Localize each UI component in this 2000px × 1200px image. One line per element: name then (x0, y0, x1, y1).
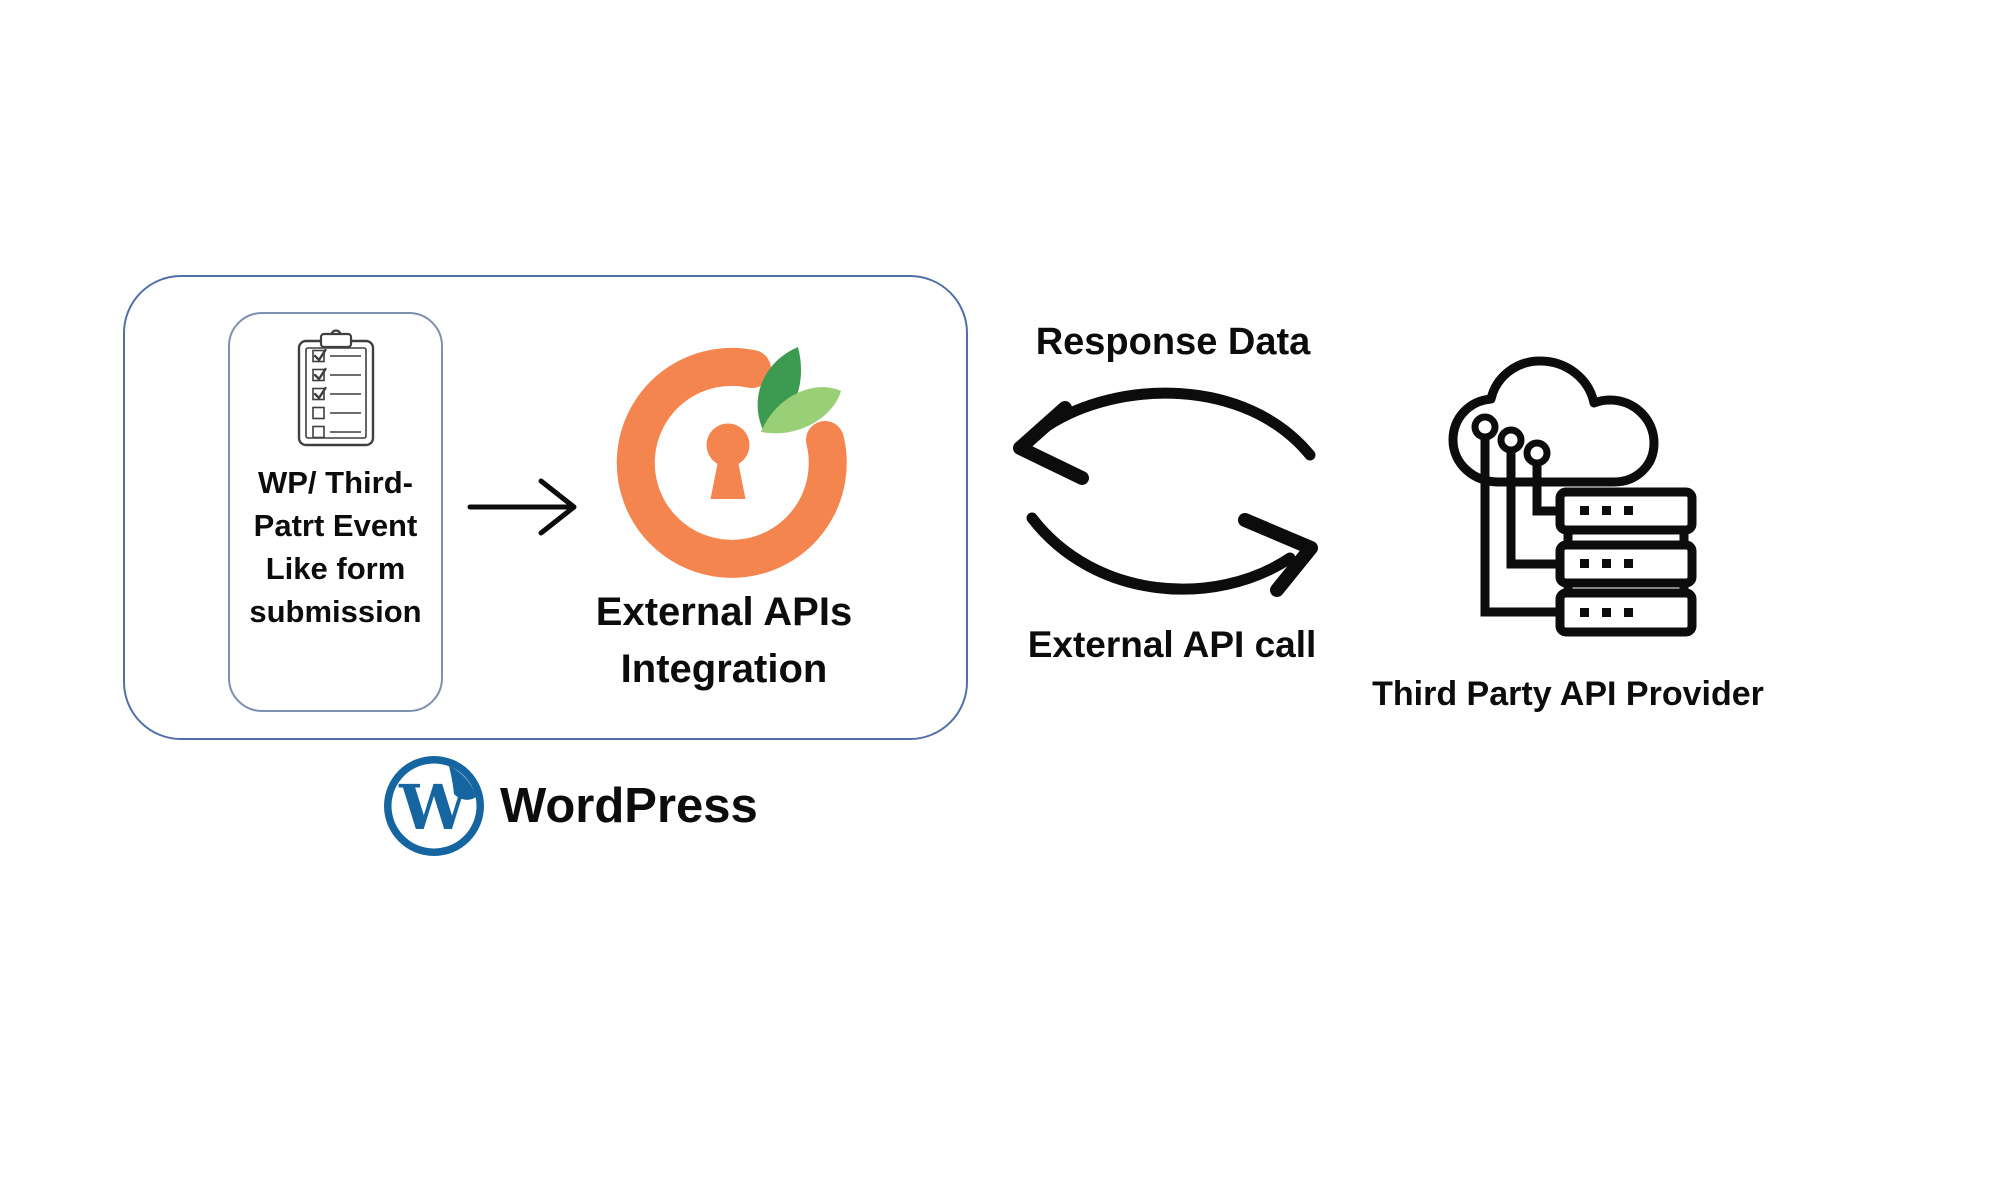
event-box (228, 312, 443, 712)
curved-arrow-left-icon (1013, 387, 1316, 485)
wordpress-container-box (123, 275, 968, 740)
clipboard-inner-sheet (305, 347, 367, 439)
keyhole-icon (706, 423, 750, 467)
node-dot (1471, 413, 1499, 441)
data-exchange-arrows (1013, 387, 1318, 597)
plugin-label-line: External APIs (595, 590, 853, 634)
right-arrow-icon (467, 478, 577, 536)
response-data-label: Response Data (1035, 321, 1311, 363)
clipboard-checklist-icon (297, 329, 375, 447)
provider-label: Third Party API Provider (1372, 675, 1764, 713)
event-box-label-line: WP/ Third- (258, 465, 413, 500)
node-dot (1523, 439, 1551, 467)
plugin-label: External APIs Integration (554, 584, 894, 698)
event-box-label-line: Patrt Event (253, 508, 418, 543)
rack-leds (1580, 506, 1633, 617)
circuit-lines (1480, 437, 1560, 617)
curved-arrow-right-icon (1026, 512, 1318, 597)
wordpress-monogram: W (398, 771, 470, 844)
event-box-label-line: submission (249, 594, 422, 629)
rack-connectors (1563, 530, 1689, 593)
node-dot (1497, 426, 1525, 454)
logo-ring (616, 347, 847, 578)
cloud-outline (1448, 356, 1659, 487)
checkmarks (313, 348, 327, 400)
external-api-call-label: External API call (1027, 624, 1317, 665)
event-box-label-line: Like form (265, 551, 406, 586)
event-box-label: WP/ Third- Patrt Event Like form submiss… (228, 461, 443, 633)
keyhole-stem (710, 454, 746, 499)
clipboard-clip (319, 332, 353, 349)
leaf-light-icon (761, 387, 841, 434)
wordpress-logo-flag (449, 766, 476, 800)
checklist-rows (312, 349, 361, 439)
plugin-label-line: Integration (620, 647, 828, 691)
wordpress-logo-icon: W (384, 756, 484, 856)
cloud-server-icon (1448, 356, 1697, 637)
orange-keyhole-leaf-logo-icon (616, 347, 847, 578)
wordpress-label: WordPress (500, 779, 758, 833)
